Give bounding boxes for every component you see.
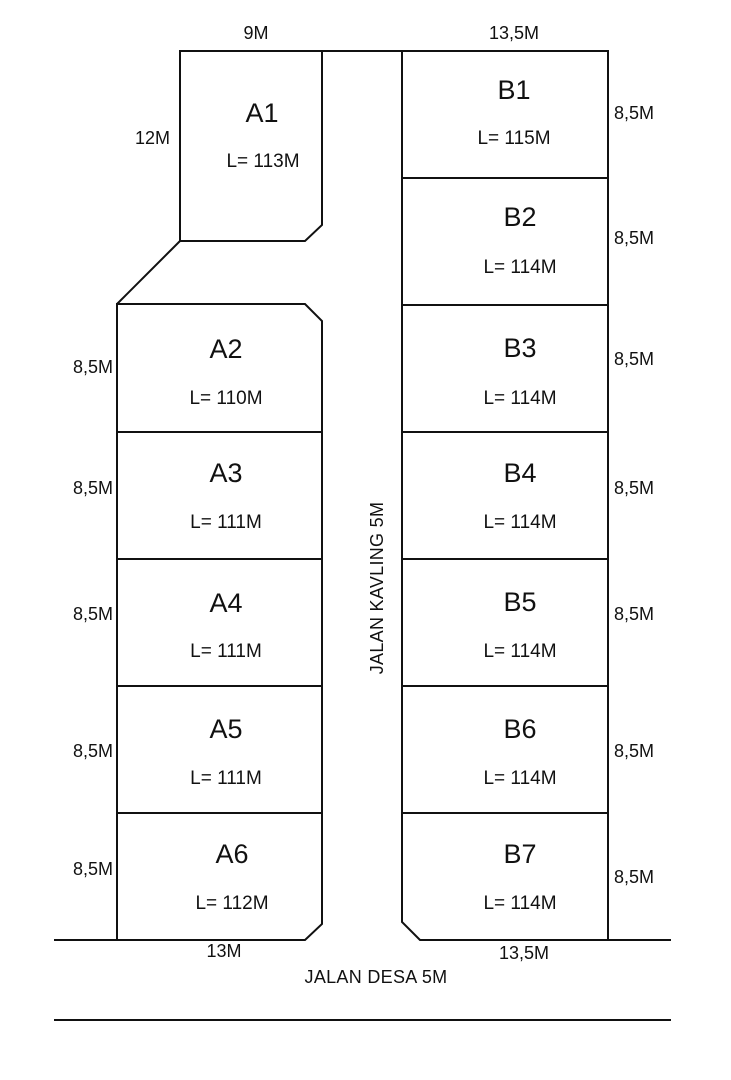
lot-area-b1: L= 115M: [477, 128, 550, 149]
lot-area-a4: L= 111M: [190, 641, 262, 662]
lot-area-b4: L= 114M: [483, 512, 556, 533]
lot-area-a1: L= 113M: [226, 151, 299, 172]
lot-area-b7: L= 114M: [483, 893, 556, 914]
dimension-b2-side: 8,5M: [614, 228, 654, 248]
lot-area-a6: L= 112M: [195, 893, 268, 914]
dimension-b3-side: 8,5M: [614, 349, 654, 369]
lot-label-a2: A2: [209, 334, 242, 364]
lot-label-b3: B3: [503, 333, 536, 363]
lot-label-a4: A4: [209, 588, 242, 618]
lot-area-b5: L= 114M: [483, 641, 556, 662]
dimension-a1-top: 9M: [243, 23, 268, 43]
lot-label-b4: B4: [503, 458, 536, 488]
lot-area-a5: L= 111M: [190, 768, 262, 789]
lot-label-b5: B5: [503, 587, 536, 617]
dimension-b6-side: 8,5M: [614, 741, 654, 761]
lot-area-b6: L= 114M: [483, 768, 556, 789]
dimension-a1-side: 12M: [135, 128, 170, 148]
block-b-outline: [401, 50, 609, 941]
dimension-a6-bottom: 13M: [206, 941, 241, 961]
dimension-b5-side: 8,5M: [614, 604, 654, 624]
dimension-b7-bottom: 13,5M: [499, 943, 549, 963]
dimension-b7-side: 8,5M: [614, 867, 654, 887]
lot-area-a3: L= 111M: [190, 512, 262, 533]
dimension-a5-side: 8,5M: [73, 741, 113, 761]
jalan-kavling-label: JALAN KAVLING 5M: [367, 502, 387, 675]
block-a-outline: [116, 50, 323, 941]
lot-label-b7: B7: [503, 839, 536, 869]
lot-area-b3: L= 114M: [483, 388, 556, 409]
dimension-a3-side: 8,5M: [73, 478, 113, 498]
dimension-a4-side: 8,5M: [73, 604, 113, 624]
lot-label-a5: A5: [209, 714, 242, 744]
lot-area-b2: L= 114M: [483, 257, 556, 278]
dimension-b1-top: 13,5M: [489, 23, 539, 43]
block-a-diagonal-edge: [116, 240, 181, 305]
lot-label-b1: B1: [497, 75, 530, 105]
jalan-desa-label: JALAN DESA 5M: [305, 967, 448, 987]
dimension-b4-side: 8,5M: [614, 478, 654, 498]
lot-label-a1: A1: [245, 98, 278, 128]
dimension-a6-side: 8,5M: [73, 859, 113, 879]
lot-area-a2: L= 110M: [189, 388, 262, 409]
lot-label-a6: A6: [215, 839, 248, 869]
lot-label-a3: A3: [209, 458, 242, 488]
lot-label-b2: B2: [503, 202, 536, 232]
dimension-b1-side: 8,5M: [614, 103, 654, 123]
lot-label-b6: B6: [503, 714, 536, 744]
lot-a1-boundary: [179, 50, 323, 242]
dimension-a2-side: 8,5M: [73, 357, 113, 377]
block-b-boundary: [401, 50, 609, 941]
